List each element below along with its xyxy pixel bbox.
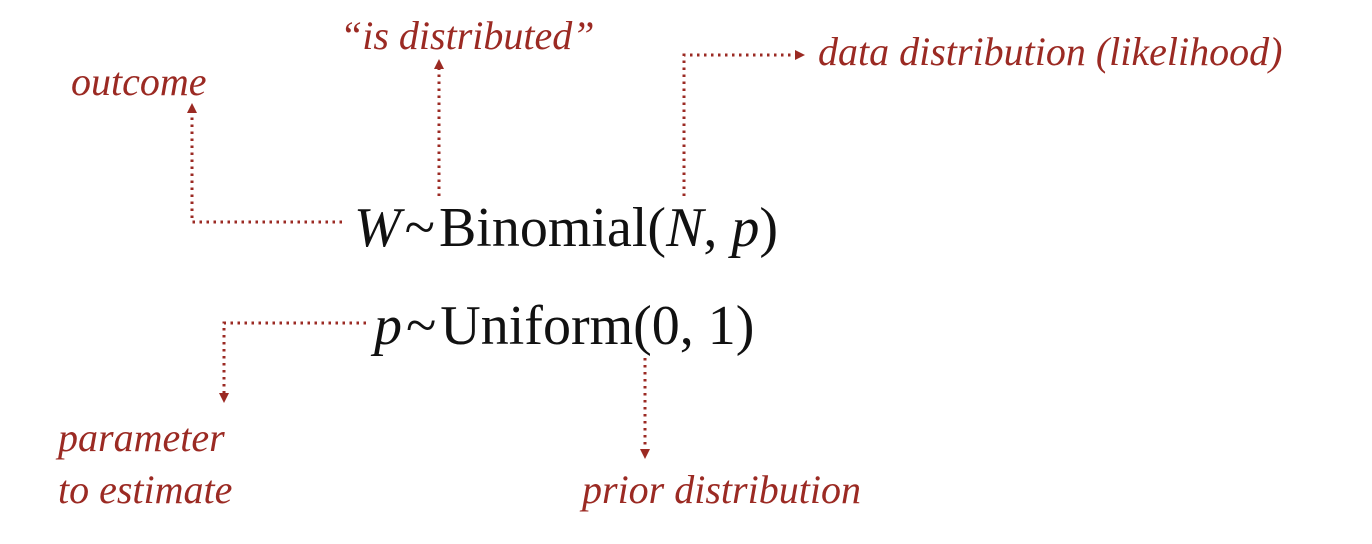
arrow-to-parameter [219,321,366,403]
outcome-label: outcome [71,59,207,104]
uniform-args: (0, 1) [633,295,755,357]
close-paren: ) [759,197,779,259]
probability-variable: p [731,197,760,259]
trials-variable: N [666,197,704,259]
is-distributed-label: “is distributed” [340,13,595,58]
tilde-symbol: ~ [404,197,435,259]
parameter-label-line2: to estimate [58,467,233,512]
arrow-to-likelihood [682,50,805,196]
open-paren: ( [647,197,667,259]
arrow-to-outcome [187,103,342,224]
prior-equation: p~Uniform(0, 1) [374,298,754,354]
likelihood-label: data distribution (likelihood) [818,29,1283,74]
parameter-variable: p [374,295,402,357]
parameter-label-line1: parameter [58,415,225,460]
binomial-name: Binomial [438,197,648,259]
prior-label: prior distribution [582,467,861,512]
outcome-variable: W [354,197,401,259]
uniform-name: Uniform [440,295,634,357]
comma: , [703,197,732,259]
tilde-symbol: ~ [406,295,437,357]
likelihood-equation: W~Binomial(N, p) [354,200,778,256]
